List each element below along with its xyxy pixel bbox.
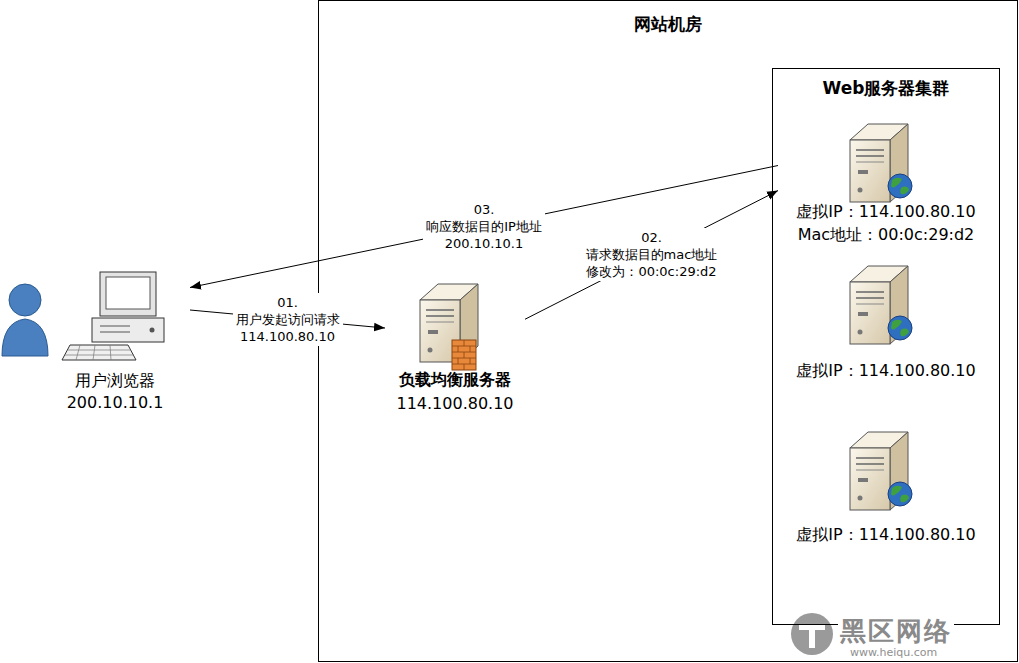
drawing-part	[106, 277, 150, 309]
node-title: 虚拟IP：114.100.80.10	[796, 200, 975, 223]
drawing-part	[150, 328, 155, 333]
node-title: Web服务器集群	[823, 77, 950, 99]
drawing-part	[62, 345, 136, 360]
drawing-part	[791, 613, 833, 655]
edge-label: 02.请求数据目的mac地址 修改为：00:0c:29:d2	[583, 228, 721, 281]
web-server-icon	[850, 124, 912, 202]
watermark-text: 黑区网络	[838, 614, 954, 649]
user-person	[2, 284, 48, 356]
node-detail: 200.10.10.1	[67, 392, 164, 414]
region-box: 网站机房负载均衡服务器114.100.80.10 Web服务器集群虚拟IP：114…	[318, 0, 1018, 662]
edge-label: 03.响应数据目的IP地址 200.10.10.1	[423, 200, 545, 253]
drawing-part	[100, 326, 130, 327]
arrow-connector	[190, 166, 778, 288]
node-detail: Mac地址：00:0c:29:d2	[798, 223, 975, 246]
load-balancer-node: 负载均衡服务器114.100.80.10	[385, 274, 525, 420]
web-server-icon	[850, 432, 912, 510]
node-detail: 114.100.80.10	[396, 392, 513, 416]
drawing-part	[888, 482, 912, 506]
node-title: 虚拟IP：114.100.80.10	[796, 359, 975, 382]
node-title: 用户浏览器	[75, 370, 155, 392]
drawing-part	[799, 624, 825, 648]
server-node: 虚拟IP：114.100.80.10	[778, 424, 994, 550]
drawing-part	[888, 316, 912, 340]
drawing-part	[65, 345, 134, 360]
server-node: 虚拟IP：114.100.80.10	[778, 258, 994, 386]
drawing-part	[888, 174, 912, 198]
load-balancer-icon	[420, 284, 478, 370]
drawing-part	[9, 284, 41, 316]
node-title: 负载均衡服务器	[399, 368, 511, 392]
drawing-part	[100, 272, 156, 316]
edge-label: 01.用户发起访问请求 114.100.80.10	[233, 293, 343, 346]
watermark-text: www.heiqu.com	[848, 646, 939, 659]
server-node: 虚拟IP：114.100.80.10Mac地址：00:0c:29:d2	[778, 118, 994, 250]
drawing-part	[92, 318, 164, 342]
drawing-part	[452, 340, 476, 370]
web-server-icon	[850, 266, 912, 344]
drawing-part	[2, 319, 48, 356]
watermark-logo	[791, 613, 833, 655]
computer-icon	[62, 272, 164, 360]
client-node: 用户浏览器200.10.10.1	[40, 268, 190, 418]
drawing-part	[100, 332, 130, 333]
node-title: 虚拟IP：114.100.80.10	[796, 523, 975, 546]
cluster-box: Web服务器集群虚拟IP：114.100.80.10Mac地址：00:0c:29…	[772, 68, 1000, 625]
node-title: 网站机房	[634, 13, 702, 35]
